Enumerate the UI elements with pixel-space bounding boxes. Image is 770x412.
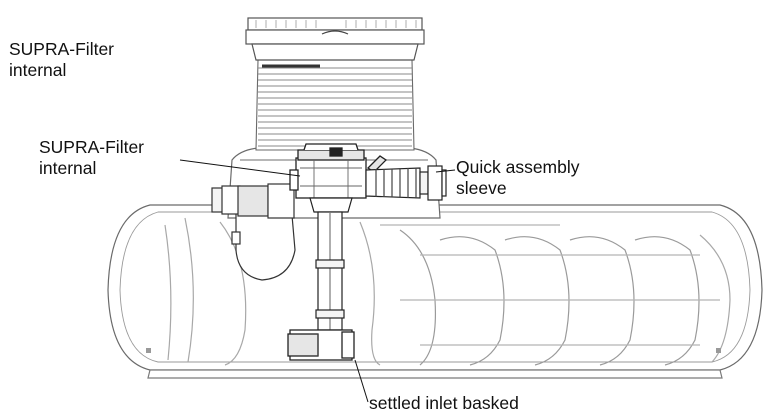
inlet-basket [287,329,355,361]
label-line: internal [9,60,67,80]
leader-basket [354,359,369,403]
label-line: internal [39,158,97,178]
label-supra-filter-top: SUPRA-Filter internal [9,39,114,81]
label-line: Quick assembly [456,157,580,177]
leader-filter [179,159,301,177]
supra-filter [289,143,388,199]
shaft-lid [245,17,425,61]
tank-body [107,204,763,379]
label-settled-inlet-basket: settled inlet basked [369,393,519,412]
leader-lines [179,159,456,403]
telescopic-shaft [255,59,415,151]
label-line: sleeve [456,178,507,198]
quick-assembly-sleeve [365,165,447,201]
label-supra-filter: SUPRA-Filter internal [39,137,144,179]
label-quick-assembly-sleeve: Quick assembly sleeve [456,157,580,199]
label-line: SUPRA-Filter [39,137,145,157]
label-line: settled inlet basked [369,393,519,412]
label-line: SUPRA-Filter [9,39,115,59]
leader-sleeve [435,169,456,173]
down-pipe [309,197,353,331]
